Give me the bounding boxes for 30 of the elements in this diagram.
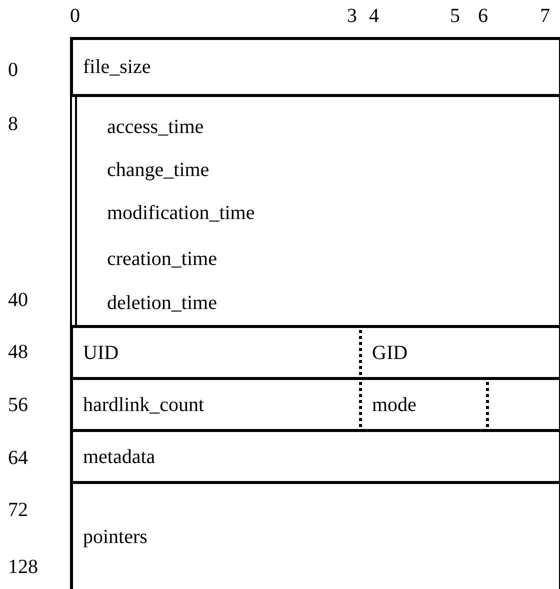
field-label: deletion_time (107, 291, 217, 315)
column-offset: 5 (450, 4, 460, 28)
field-label: metadata (83, 444, 156, 468)
field-label: GID (372, 340, 408, 364)
field-cell (70, 37, 560, 97)
column-offset: 3 (347, 4, 357, 28)
row-offset: 128 (8, 555, 38, 579)
row-offset: 64 (8, 446, 28, 470)
field-cell (70, 481, 560, 589)
column-offset: 0 (70, 4, 80, 28)
field-label: file_size (83, 55, 151, 79)
row-offset: 72 (8, 498, 28, 522)
field-label: change_time (107, 158, 210, 182)
column-offset: 6 (478, 4, 488, 28)
field-label: modification_time (107, 201, 255, 225)
field-label: hardlink_count (83, 392, 204, 416)
column-offset: 7 (540, 4, 550, 28)
row-offset: 40 (8, 288, 28, 312)
field-cell (70, 94, 560, 328)
field-label: mode (372, 392, 416, 416)
field-label: access_time (107, 115, 204, 139)
field-label: pointers (83, 525, 148, 549)
row-offset: 56 (8, 393, 28, 417)
field-cell (70, 429, 560, 484)
row-offset: 8 (8, 112, 18, 136)
row-offset: 48 (8, 340, 28, 364)
field-label: creation_time (107, 247, 217, 271)
column-offset: 4 (369, 4, 379, 28)
field-label: UID (83, 340, 119, 364)
row-offset: 0 (8, 58, 18, 82)
